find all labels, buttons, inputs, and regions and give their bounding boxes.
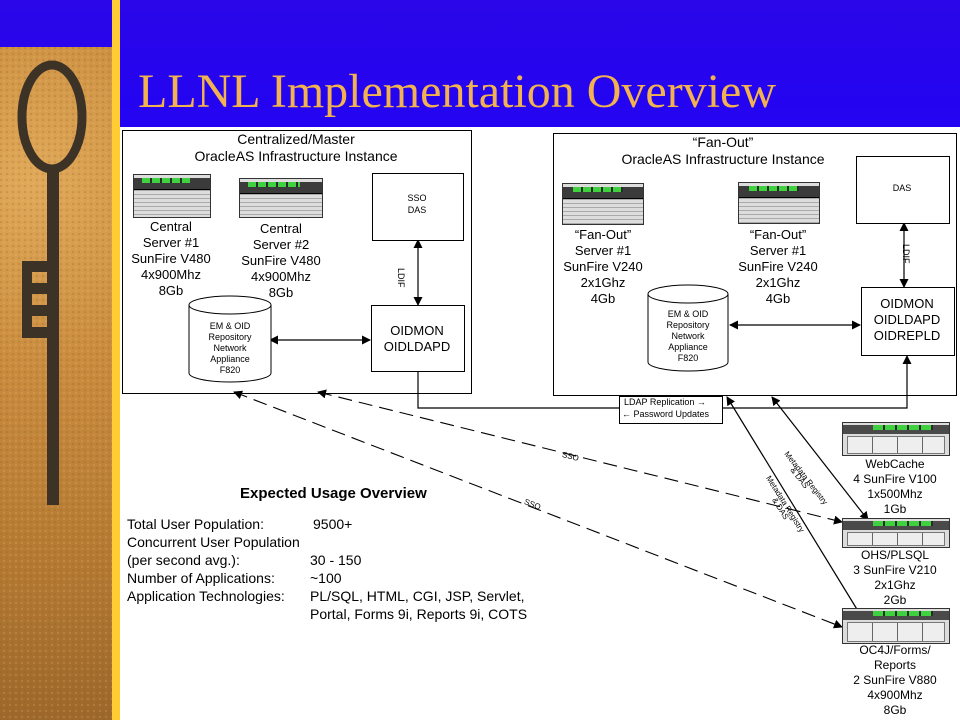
repo-fanout-line3: Network: [671, 331, 705, 341]
fanout-server1-line2: Server #1: [574, 243, 632, 258]
das-label: DAS: [407, 205, 427, 215]
fanout-server1-line5: 4Gb: [590, 291, 616, 306]
key-icon: [0, 47, 112, 720]
replication-line1: LDAP Replication →: [624, 397, 706, 407]
fanout-instance-box: [553, 133, 957, 396]
oid-fanout-line1: OIDMON: [880, 296, 934, 311]
key-image: [0, 47, 112, 720]
fanout-title-2: OracleAS Infrastructure Instance: [621, 151, 825, 167]
repo-fanout-line2: Repository: [666, 320, 710, 330]
oc4j-line5: 8Gb: [883, 703, 907, 717]
ldif-label: LDIF: [396, 268, 406, 288]
oid-box-master: [371, 305, 465, 372]
server-icon: [133, 174, 211, 218]
master-server2-line5: 8Gb: [268, 285, 294, 300]
oid-fanout-line2: OIDLDAPD: [873, 312, 941, 327]
repo-fanout-line5: F820: [677, 353, 699, 363]
ohs-line1: OHS/PLSQL: [860, 548, 930, 562]
repo-fanout-line4: Appliance: [668, 342, 708, 352]
master-server1-line2: Server #1: [142, 235, 200, 250]
ohs-line2: 3 SunFire V210: [853, 563, 937, 577]
fanout-server1-line4: 2x1Ghz: [580, 275, 626, 290]
webcache-line3: 1x500Mhz: [867, 487, 923, 501]
master-server1-line4: 4x900Mhz: [141, 267, 201, 282]
oid-box-fanout: [861, 287, 955, 356]
usage-heading: Expected Usage Overview: [240, 485, 427, 502]
master-server1-line5: 8Gb: [158, 283, 184, 298]
server-icon: [239, 178, 323, 218]
server-icon: [842, 608, 950, 644]
repository-cylinder-master: [188, 295, 272, 383]
repo-master-line3: Network: [213, 343, 247, 353]
master-server2-line2: Server #2: [252, 237, 310, 252]
usage-row-label: Application Technologies:: [127, 588, 285, 604]
master-server1-line3: SunFire V480: [131, 251, 211, 266]
slide-title: LLNL Implementation Overview: [138, 65, 777, 118]
oc4j-line3: 2 SunFire V880: [853, 673, 937, 687]
webcache-line1: WebCache: [865, 457, 925, 471]
server-icon: [562, 183, 644, 225]
master-server1-line1: Central: [150, 219, 192, 234]
usage-row-value: PL/SQL, HTML, CGI, JSP, Servlet,: [310, 588, 525, 604]
master-title-1: Centralized/Master: [237, 131, 355, 147]
fanout-server2-line3: SunFire V240: [738, 259, 818, 274]
das-box-label: DAS: [892, 183, 912, 193]
usage-row-value: Portal, Forms 9i, Reports 9i, COTS: [310, 606, 528, 622]
fanout-server2-line1: “Fan-Out”: [749, 227, 807, 242]
sso-link-2: [233, 390, 843, 629]
usage-row-label: (per second avg.):: [127, 552, 240, 568]
repo-master-line4: Appliance: [210, 354, 250, 364]
ohs-line3: 2x1Ghz: [874, 578, 916, 592]
oid-master-line2: OIDLDAPD: [383, 339, 451, 354]
fanout-server2-line4: 2x1Ghz: [755, 275, 801, 290]
fanout-server1-line1: “Fan-Out”: [574, 227, 632, 242]
master-instance-box: [122, 130, 472, 394]
usage-row-value: 30 - 150: [310, 552, 362, 568]
usage-row-value: 9500+: [313, 516, 353, 532]
repo-master-line5: F820: [219, 365, 241, 375]
oc4j-line4: 4x900Mhz: [867, 688, 923, 702]
ldif-label: LDIF: [901, 244, 911, 264]
oid-master-line1: OIDMON: [390, 323, 444, 338]
fanout-server1-line3: SunFire V240: [563, 259, 643, 274]
fanout-title-1: “Fan-Out”: [692, 134, 754, 150]
oc4j-line2: Reports: [873, 658, 917, 672]
repo-fanout-line1: EM & OID: [667, 309, 709, 319]
accent-band: [112, 0, 120, 720]
repository-cylinder-fanout: [647, 284, 729, 372]
master-server2-line3: SunFire V480: [241, 253, 321, 268]
usage-row-label: Number of Applications:: [127, 570, 275, 586]
replication-label-box: [619, 396, 723, 424]
webcache-line2: 4 SunFire V100: [853, 472, 937, 486]
usage-row-label: Concurrent User Population: [127, 534, 300, 550]
repo-master-line1: EM & OID: [209, 321, 251, 331]
master-server2-line4: 4x900Mhz: [251, 269, 311, 284]
fanout-server2-line5: 4Gb: [765, 291, 791, 306]
sso-label: SSO: [407, 193, 427, 203]
server-icon: [842, 422, 950, 456]
server-icon: [842, 518, 950, 548]
oid-fanout-line3: OIDREPLD: [873, 328, 941, 343]
replication-line2: ← Password Updates: [622, 409, 710, 419]
server-icon: [738, 182, 820, 224]
master-server2-line1: Central: [260, 221, 302, 236]
repo-master-line2: Repository: [208, 332, 252, 342]
das-box: [856, 156, 950, 224]
ohs-line4: 2Gb: [883, 593, 907, 607]
webcache-line4: 1Gb: [883, 502, 907, 516]
fanout-server2-line2: Server #1: [749, 243, 807, 258]
sso-das-box: [372, 173, 464, 241]
metadata-link-2: [726, 396, 867, 625]
oc4j-line1: OC4J/Forms/: [859, 643, 931, 657]
master-title-2: OracleAS Infrastructure Instance: [194, 148, 398, 164]
usage-row-label: Total User Population:: [127, 516, 264, 532]
usage-row-value: ~100: [310, 570, 342, 586]
